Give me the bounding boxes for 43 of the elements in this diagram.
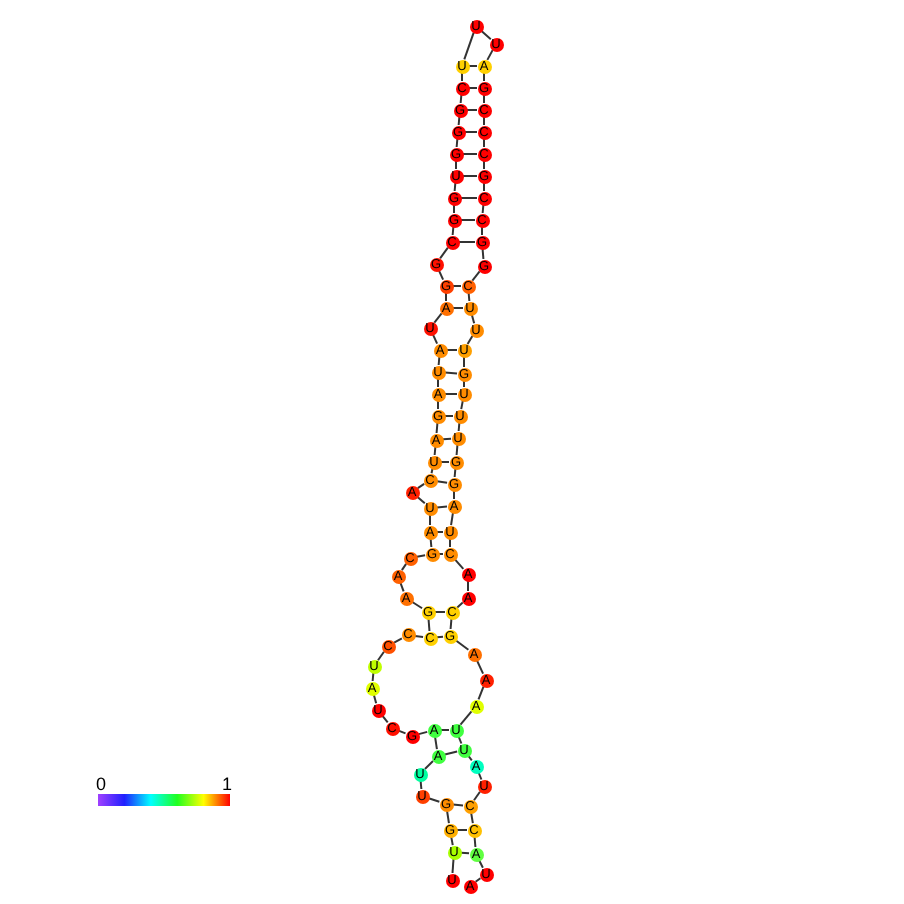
base-pair-line: [438, 553, 444, 555]
backbone-line: [439, 246, 449, 260]
backbone-line: [486, 49, 494, 61]
backbone-line: [467, 580, 469, 592]
backbone-line: [463, 356, 465, 368]
backbone-line: [455, 444, 459, 456]
backbone-line: [429, 514, 431, 526]
backbone-line: [416, 482, 426, 490]
scale-label: 1: [222, 774, 233, 794]
backbone-line: [435, 422, 439, 434]
backbone-line: [410, 600, 424, 610]
backbone-line: [433, 312, 443, 324]
backbone-line: [449, 618, 453, 630]
backbone-line: [459, 710, 473, 726]
base-pair-line: [462, 175, 478, 177]
backbone-line: [416, 495, 426, 505]
base-pair-line: [466, 109, 478, 111]
base-pair-line: [464, 131, 478, 133]
base-pair-line: [460, 219, 476, 221]
backbone-line: [427, 797, 441, 803]
backbone-line: [400, 562, 408, 572]
base-pair-line: [456, 829, 468, 831]
base-pair-line: [452, 803, 464, 807]
backbone-line: [456, 601, 464, 609]
backbone-line: [377, 650, 385, 662]
base-pair-line: [444, 371, 458, 375]
base-pair-line: [436, 505, 448, 509]
backbone-line: [427, 618, 431, 632]
backbone-line: [471, 270, 481, 282]
backbone-line: [423, 759, 435, 771]
base-pair-line: [434, 611, 446, 613]
base-pair-line: [462, 153, 478, 155]
base-pair-line: [444, 393, 458, 395]
backbone-line: [451, 858, 455, 874]
base-pair-line: [460, 197, 478, 199]
backbone-line: [481, 248, 485, 260]
backbone-line: [473, 836, 477, 848]
backbone-line: [473, 790, 481, 802]
backbone-line: [463, 31, 475, 61]
base-pair-line: [446, 349, 458, 351]
base-pair-line: [458, 241, 476, 243]
scale-label: 0: [96, 774, 107, 794]
base-pair-line: [452, 307, 464, 309]
